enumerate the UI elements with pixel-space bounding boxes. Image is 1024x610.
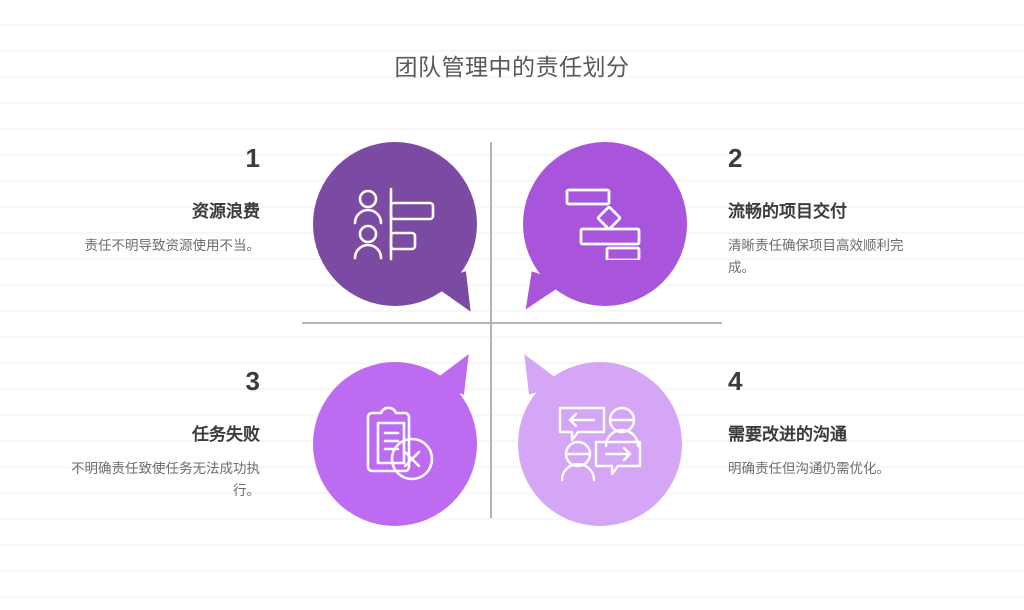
quadrant-3-bubble[interactable] (313, 345, 477, 526)
gantt-chart-icon (523, 142, 687, 306)
quadrant-description: 明确责任但沟通仍需优化。 (728, 461, 890, 477)
quadrant-description: 清晰责任确保项目高效顺利完成。 (728, 238, 904, 276)
bubble-circle (313, 362, 477, 526)
bubble-circle (518, 362, 682, 526)
clipboard-error-icon (313, 362, 477, 526)
quadrant-1-text: 1 资源浪费 责任不明导致资源使用不当。 (70, 143, 261, 257)
quadrant-heading: 流畅的项目交付 (728, 202, 847, 221)
quadrant-number: 2 (728, 143, 743, 173)
bubble-circle (313, 142, 477, 306)
page-title: 团队管理中的责任划分 (394, 54, 630, 80)
quadrant-number: 4 (728, 366, 743, 396)
divider-vertical (490, 142, 492, 518)
quadrant-4-text: 4 需要改进的沟通 明确责任但沟通仍需优化。 (728, 368, 918, 480)
quadrant-number: 3 (245, 366, 260, 396)
quadrant-description: 不明确责任致使任务无法成功执行。 (71, 461, 260, 499)
quadrant-1-bubble[interactable] (313, 142, 479, 321)
quadrant-heading: 资源浪费 (192, 202, 260, 221)
quadrant-2-bubble[interactable] (520, 142, 687, 319)
people-resource-bars-icon (313, 142, 477, 306)
quadrant-2-text: 2 流畅的项目交付 清晰责任确保项目高效顺利完成。 (728, 145, 918, 280)
quadrant-4-bubble[interactable] (516, 345, 682, 526)
two-people-chat-icon (518, 362, 682, 526)
quadrant-3-text: 3 任务失败 不明确责任致使任务无法成功执行。 (70, 368, 260, 503)
quadrant-number: 1 (245, 143, 260, 173)
quadrant-heading: 任务失败 (192, 425, 260, 444)
divider-horizontal (302, 322, 722, 324)
quadrant-description: 责任不明导致资源使用不当。 (84, 238, 261, 254)
quadrant-heading: 需要改进的沟通 (728, 425, 847, 444)
